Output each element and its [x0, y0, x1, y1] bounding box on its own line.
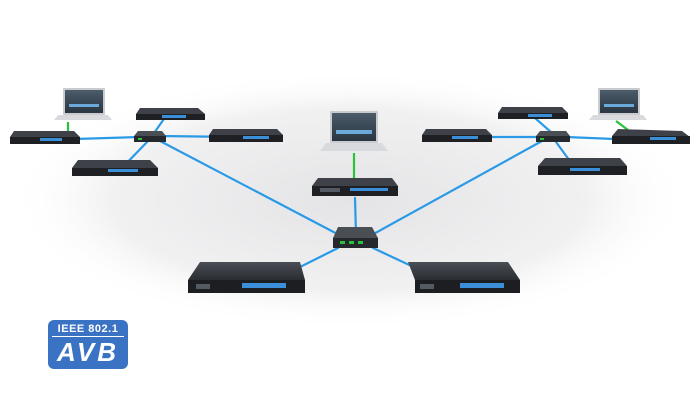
interface-left-side: [10, 131, 80, 144]
laptop-left: [54, 88, 112, 120]
laptop-right: [589, 88, 647, 120]
ieee-avb-badge: IEEE 802.1 AVB: [48, 320, 128, 369]
floor-shadow: [10, 70, 690, 330]
link-left-switch-core: [158, 139, 347, 240]
badge-standard-text: IEEE 802.1: [52, 323, 124, 337]
link-right-switch-core: [368, 139, 544, 238]
interface-left-right: [209, 129, 283, 142]
switch-core: [333, 227, 378, 248]
interface-right-left: [422, 129, 492, 142]
interface-center: [312, 178, 398, 196]
computer-links: [66, 120, 629, 178]
switch-right: [536, 131, 570, 142]
link-right-laptop: [615, 120, 629, 131]
interface-right-bottom: [538, 158, 627, 175]
interface-left-bottom: [72, 160, 158, 176]
badge-name-text: AVB: [57, 336, 119, 367]
link-left-switch-left: [73, 135, 142, 141]
interface-right-top: [498, 107, 568, 119]
interface-bottom-left: [188, 262, 305, 293]
interface-left-top: [136, 108, 205, 120]
switch-left: [134, 131, 166, 142]
link-right-switch-top: [533, 116, 554, 135]
laptop-center: [320, 111, 388, 151]
interface-right-side: [612, 129, 690, 144]
interface-bottom-right: [408, 262, 520, 293]
